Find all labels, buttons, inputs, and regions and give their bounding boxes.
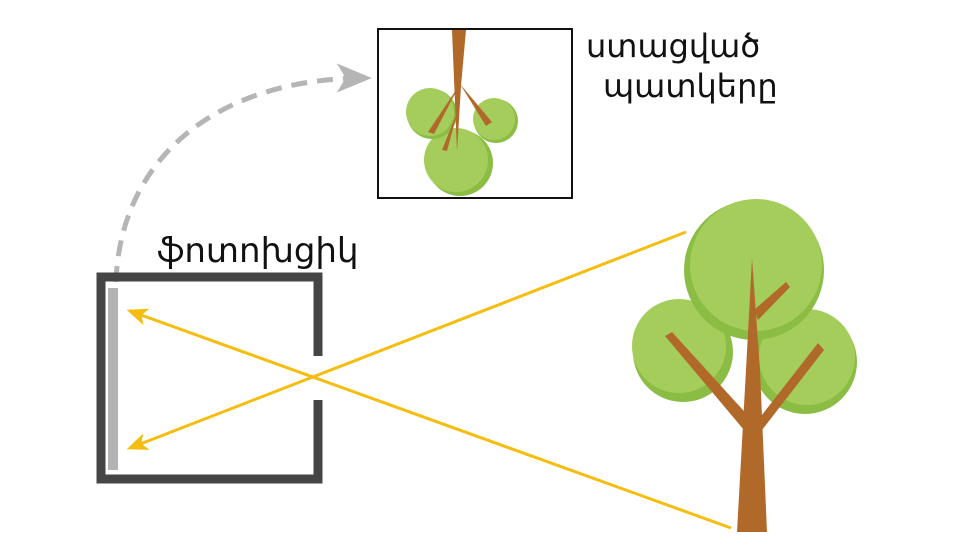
camera-box bbox=[96, 272, 323, 484]
tree-icon bbox=[632, 199, 857, 532]
film-strip bbox=[108, 288, 118, 470]
result-label-line1: ստացված bbox=[586, 27, 760, 65]
inverted-tree-icon bbox=[406, 30, 518, 196]
light-ray-bottom bbox=[126, 308, 732, 530]
result-label-line2: պատկերը bbox=[603, 67, 778, 105]
result-image-frame bbox=[377, 28, 573, 199]
camera-label: ֆոտոխցիկ bbox=[157, 231, 359, 271]
light-ray-top bbox=[126, 230, 687, 450]
dashed-transfer-arrow bbox=[113, 63, 372, 283]
